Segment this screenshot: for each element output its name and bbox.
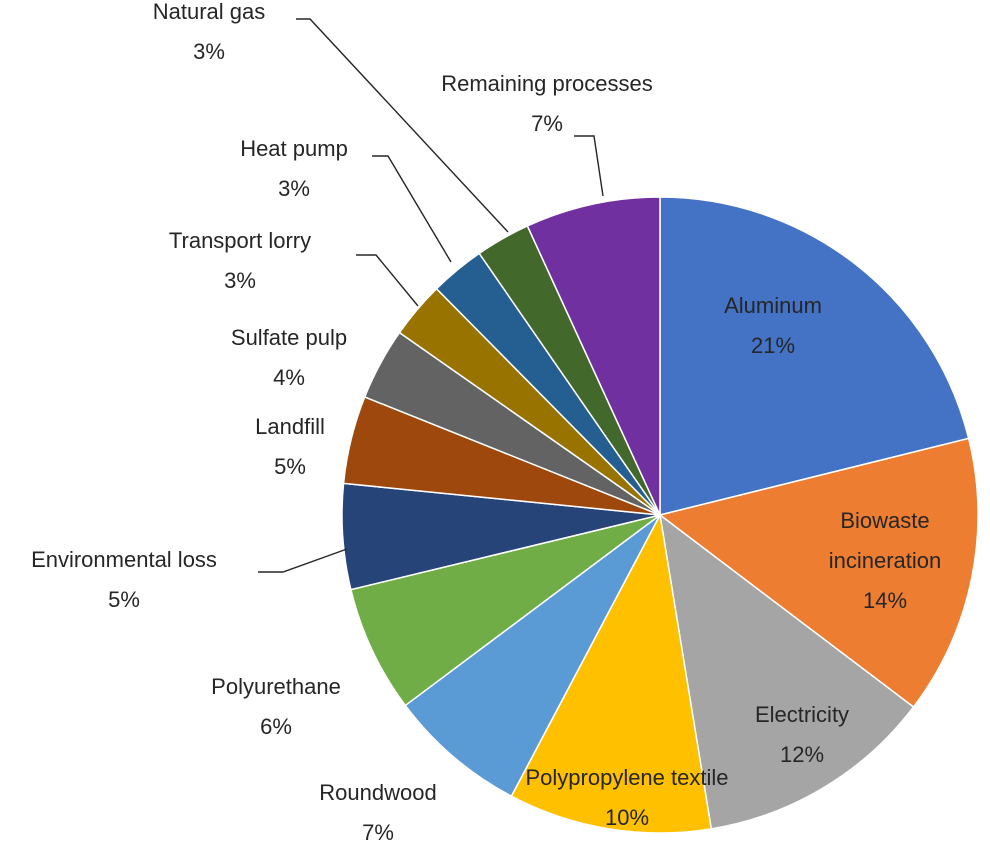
slice-percent-label: 3% xyxy=(224,268,256,293)
slice-label-sulfate-pulp: Sulfate pulp 4% xyxy=(231,325,347,390)
leader-line-remaining-processes xyxy=(574,135,604,197)
slice-labels: Aluminum 21% Biowaste incineration 14% Electr… xyxy=(31,0,941,845)
pie-slice-aluminum xyxy=(659,196,970,516)
slice-label-landfill: Landfill 5% xyxy=(255,414,325,479)
slice-label-polypropylene-textile: Polypropylene textile 10% xyxy=(525,765,728,830)
slice-label-remaining-processes: Remaining processes 7% xyxy=(441,71,653,136)
slice-name-label: Polypropylene textile xyxy=(525,765,728,790)
slice-percent-label: 21% xyxy=(751,333,795,358)
slice-name-label: Electricity xyxy=(755,702,849,727)
slice-name-label: Environmental loss xyxy=(31,547,217,572)
slice-name-label: Polyurethane xyxy=(211,674,341,699)
slice-name-label: Heat pump xyxy=(240,136,348,161)
slice-name-label: Natural gas xyxy=(153,0,266,24)
pie-slice-electricity xyxy=(658,513,915,830)
slice-percent-label: 14% xyxy=(863,588,907,613)
slice-label-polyurethane: Polyurethane 6% xyxy=(211,674,341,739)
slice-name-label: incineration xyxy=(829,548,942,573)
pie-slices xyxy=(341,196,979,834)
slice-label-transport-lorry: Transport lorry 3% xyxy=(169,228,311,293)
leader-line-natural-gas xyxy=(296,18,509,233)
pie-slice-biowaste-incineration xyxy=(658,437,979,709)
pie-slice-remaining-processes xyxy=(526,196,661,516)
pie-slice-polyurethane xyxy=(349,514,661,707)
slice-label-roundwood: Roundwood 7% xyxy=(319,780,436,845)
leader-line-heat-pump xyxy=(372,155,452,263)
slice-percent-label: 12% xyxy=(780,742,824,767)
slice-label-aluminum: Aluminum 21% xyxy=(724,293,822,358)
slice-name-label: Roundwood xyxy=(319,780,436,805)
slice-name-label: Aluminum xyxy=(724,293,822,318)
slice-percent-label: 10% xyxy=(605,805,649,830)
leader-line-transport-lorry xyxy=(356,254,419,307)
slice-label-natural-gas: Natural gas 3% xyxy=(153,0,266,64)
slice-label-heat-pump: Heat pump 3% xyxy=(240,136,348,201)
slice-percent-label: 3% xyxy=(278,176,310,201)
slice-percent-label: 7% xyxy=(531,111,563,136)
slice-name-label: Transport lorry xyxy=(169,228,311,253)
slice-name-label: Landfill xyxy=(255,414,325,439)
slice-percent-label: 5% xyxy=(108,587,140,612)
leader-lines xyxy=(258,18,604,573)
slice-percent-label: 4% xyxy=(273,365,305,390)
leader-line-environmental-loss xyxy=(258,548,348,573)
pie-slice-polypropylene-textile xyxy=(510,512,713,834)
slice-label-electricity: Electricity 12% xyxy=(755,702,849,767)
slice-label-environmental-loss: Environmental loss 5% xyxy=(31,547,217,612)
slice-percent-label: 6% xyxy=(260,714,292,739)
pie-slice-roundwood xyxy=(404,514,661,798)
slice-label-biowaste-incineration: Biowaste incineration 14% xyxy=(829,508,942,613)
slice-percent-label: 7% xyxy=(362,820,394,845)
slice-percent-label: 5% xyxy=(274,454,306,479)
slice-name-label: Sulfate pulp xyxy=(231,325,347,350)
slice-percent-label: 3% xyxy=(193,39,225,64)
slice-name-label: Remaining processes xyxy=(441,71,653,96)
slice-name-label: Biowaste xyxy=(840,508,929,533)
